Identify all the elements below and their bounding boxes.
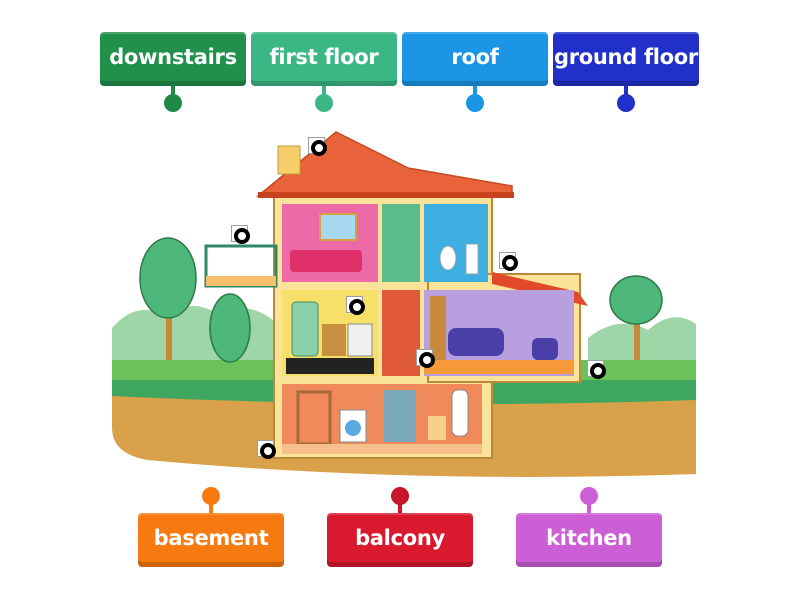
label-basement[interactable]: basement xyxy=(138,487,284,567)
pin-dot[interactable] xyxy=(164,94,182,112)
pin-dot[interactable] xyxy=(202,487,220,505)
label-text: ground floor xyxy=(553,45,698,69)
drop-target-first-floor[interactable] xyxy=(499,252,519,272)
target-ring-icon xyxy=(590,363,606,379)
pin-stem xyxy=(171,86,175,98)
drop-target-roof[interactable] xyxy=(308,137,328,157)
pin-stem xyxy=(624,86,628,98)
drop-target-downstairs[interactable] xyxy=(416,349,436,369)
pin-stem xyxy=(473,86,477,98)
target-ring-icon xyxy=(260,443,276,459)
label-text: roof xyxy=(451,45,499,69)
label-kitchen[interactable]: kitchen xyxy=(516,487,662,567)
pin-stem xyxy=(398,501,402,513)
pin-dot[interactable] xyxy=(391,487,409,505)
drop-target-balcony[interactable] xyxy=(231,225,251,245)
target-ring-icon xyxy=(311,140,327,156)
pin-stem xyxy=(587,501,591,513)
pin-dot[interactable] xyxy=(315,94,333,112)
label-roof[interactable]: roof xyxy=(402,32,548,112)
pin-dot[interactable] xyxy=(580,487,598,505)
label-balcony[interactable]: balcony xyxy=(327,487,473,567)
label-text: first floor xyxy=(269,45,379,69)
pin-stem xyxy=(322,86,326,98)
label-text: kitchen xyxy=(546,526,632,550)
target-ring-icon xyxy=(349,299,365,315)
label-text: balcony xyxy=(355,526,445,550)
pin-dot[interactable] xyxy=(617,94,635,112)
drop-target-kitchen[interactable] xyxy=(346,296,366,316)
house-illustration xyxy=(108,128,700,480)
house-cross-section-image xyxy=(112,131,696,477)
target-ring-icon xyxy=(419,352,435,368)
label-ground-floor[interactable]: ground floor xyxy=(553,32,699,112)
target-ring-icon xyxy=(502,255,518,271)
target-ring-icon xyxy=(234,228,250,244)
pin-dot[interactable] xyxy=(466,94,484,112)
label-text: downstairs xyxy=(109,45,237,69)
label-text: basement xyxy=(153,526,269,550)
drop-target-ground-floor[interactable] xyxy=(587,360,607,380)
label-downstairs[interactable]: downstairs xyxy=(100,32,246,112)
pin-stem xyxy=(209,501,213,513)
label-first-floor[interactable]: first floor xyxy=(251,32,397,112)
drop-target-basement[interactable] xyxy=(257,440,277,460)
